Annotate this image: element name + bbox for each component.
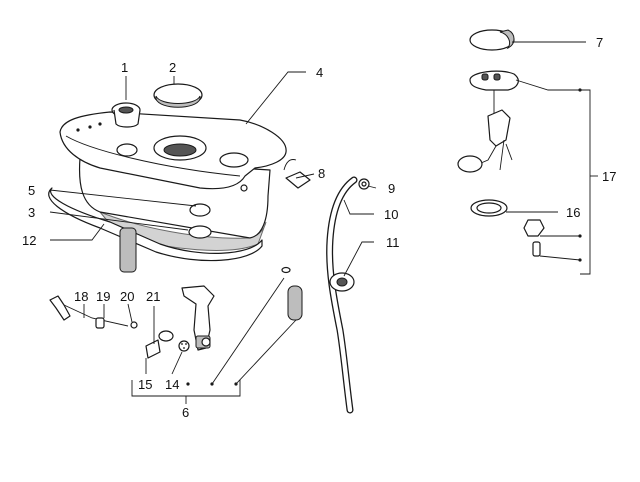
filter-disc — [178, 340, 190, 352]
tap-washer — [145, 339, 161, 359]
hose-fitting — [329, 272, 355, 292]
callout-4: 4 — [316, 65, 323, 80]
sender-fitting — [523, 219, 545, 257]
filter-element — [287, 285, 303, 321]
callout-5: 5 — [28, 183, 35, 198]
callout-labels: 1 2 4 5 3 12 8 9 10 11 18 19 20 21 15 14… — [22, 35, 616, 420]
fuel-level-sender — [457, 70, 519, 173]
callout-18: 18 — [74, 289, 88, 304]
callout-17: 17 — [602, 169, 616, 184]
callout-15: 15 — [138, 377, 152, 392]
callout-8: 8 — [318, 166, 325, 181]
filler-neck — [111, 102, 141, 128]
fuel-tank — [48, 111, 287, 273]
bracket — [283, 159, 311, 189]
callout-9: 9 — [388, 181, 395, 196]
sender-cap — [469, 29, 515, 51]
callout-10: 10 — [384, 207, 398, 222]
leader-lines — [49, 41, 598, 404]
callout-20: 20 — [120, 289, 134, 304]
callout-21: 21 — [146, 289, 160, 304]
callout-6: 6 — [182, 405, 189, 420]
callout-16: 16 — [566, 205, 580, 220]
fuel-hose — [326, 176, 358, 414]
sender-gasket — [470, 199, 508, 217]
tap-plug — [158, 330, 174, 342]
callout-14: 14 — [165, 377, 179, 392]
tap-body — [181, 285, 215, 351]
tank-cap — [153, 83, 203, 108]
callout-12: 12 — [22, 233, 36, 248]
callout-11: 11 — [386, 235, 400, 250]
callout-1: 1 — [121, 60, 128, 75]
callout-3: 3 — [28, 205, 35, 220]
callout-7: 7 — [596, 35, 603, 50]
callout-19: 19 — [96, 289, 110, 304]
callout-2: 2 — [169, 60, 176, 75]
hose-clip — [358, 178, 370, 190]
small-clip — [281, 266, 291, 274]
tap-lever — [49, 295, 138, 329]
